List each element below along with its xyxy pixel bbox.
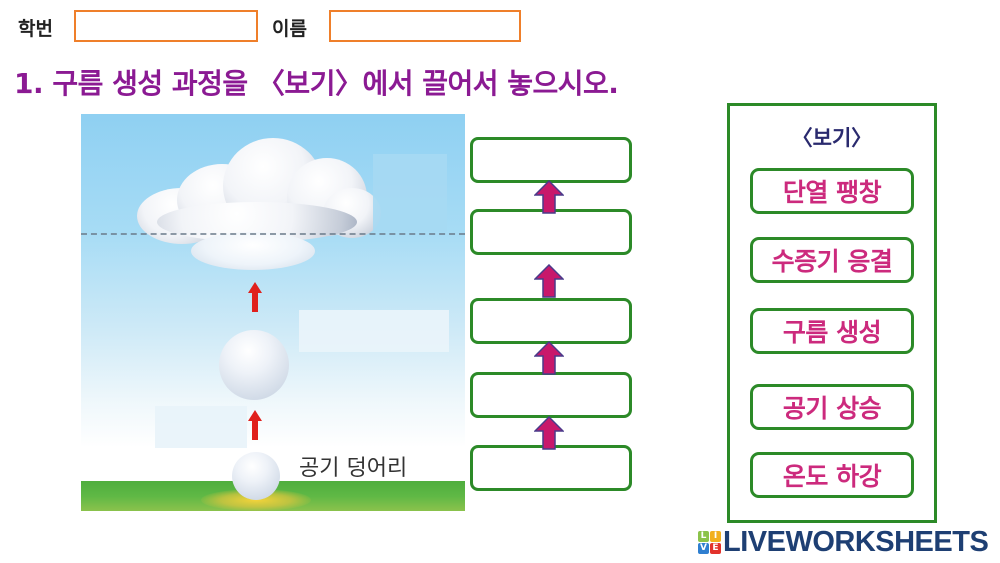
drop-zone-2[interactable] <box>470 209 632 255</box>
air-parcel-bubble <box>232 452 280 500</box>
drop-zone-4[interactable] <box>470 372 632 418</box>
choice-vapor-condensation[interactable]: 수증기 응결 <box>750 237 914 283</box>
cloud-image <box>137 136 381 244</box>
choice-cloud-formation[interactable]: 구름 생성 <box>750 308 914 354</box>
hidden-label-area <box>299 310 449 352</box>
student-id-label: 학번 <box>18 18 53 40</box>
ground-heat-glow <box>201 489 311 511</box>
hidden-label-area <box>155 406 247 448</box>
choices-title: 〈보기〉 <box>791 126 873 150</box>
drop-zone-1[interactable] <box>470 137 632 183</box>
name-label: 이름 <box>272 18 307 40</box>
hidden-label-area <box>373 154 447 232</box>
air-parcel-label: 공기 덩어리 <box>299 456 408 481</box>
choice-adiabatic-expansion[interactable]: 단열 팽창 <box>750 168 914 214</box>
choices-panel: 〈보기〉 단열 팽창 수증기 응결 구름 생성 공기 상승 온도 하강 <box>727 103 937 523</box>
name-input[interactable] <box>329 10 521 42</box>
drop-zone-5[interactable] <box>470 445 632 491</box>
up-arrow-icon <box>534 264 564 298</box>
air-parcel-bubble <box>219 330 289 400</box>
up-arrow-icon <box>534 341 564 375</box>
rising-arrow-icon <box>248 282 262 312</box>
logo-text: LIVEWORKSHEETS <box>723 525 989 558</box>
student-id-input[interactable] <box>74 10 258 42</box>
choice-temperature-drop[interactable]: 온도 하강 <box>750 452 914 498</box>
up-arrow-icon <box>534 180 564 214</box>
liveworksheets-logo: L I V E LIVEWORKSHEETS <box>698 525 989 558</box>
choice-air-rising[interactable]: 공기 상승 <box>750 384 914 430</box>
logo-cubes-icon: L I V E <box>698 530 721 554</box>
condensation-level-line <box>81 233 465 235</box>
drop-zone-3[interactable] <box>470 298 632 344</box>
up-arrow-icon <box>534 416 564 450</box>
rising-arrow-icon <box>248 410 262 440</box>
cloud-formation-illustration: 공기 덩어리 <box>81 114 465 511</box>
cloud-base-image <box>191 232 315 270</box>
question-title: 1. 구름 생성 과정을 〈보기〉에서 끌어서 놓으시오. <box>14 67 619 100</box>
